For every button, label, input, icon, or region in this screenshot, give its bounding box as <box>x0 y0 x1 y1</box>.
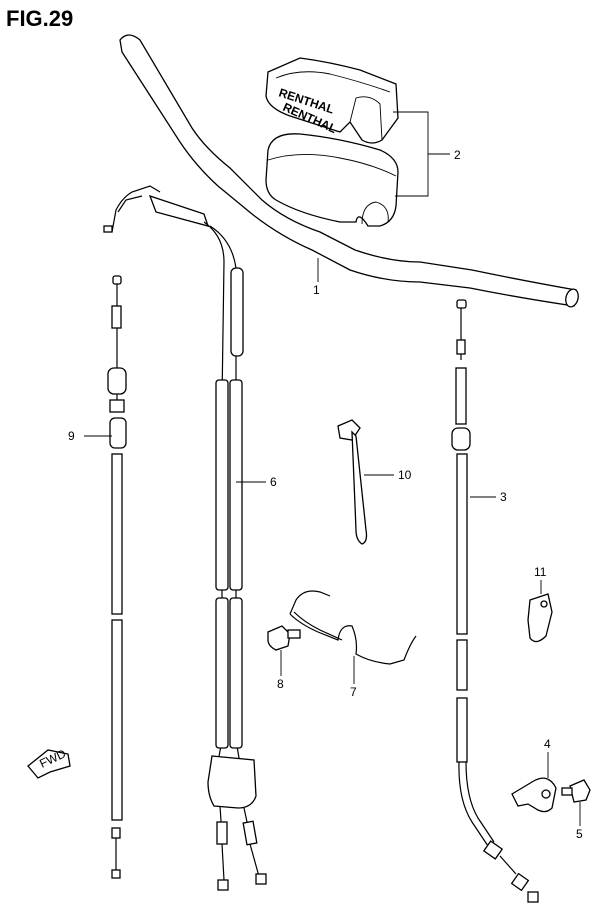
callout-number-3: 3 <box>500 490 507 504</box>
handlebar[interactable] <box>119 34 580 308</box>
figure-title: FIG.29 <box>6 6 74 31</box>
bolt-5[interactable] <box>561 779 591 803</box>
bar-pad-upper[interactable]: RENTHAL RENTHAL <box>265 57 399 144</box>
cable-tie[interactable] <box>337 419 368 545</box>
callout-number-5: 5 <box>576 827 583 841</box>
callout-number-2: 2 <box>454 148 461 162</box>
callout-number-8: 8 <box>277 677 284 691</box>
cable-9[interactable] <box>107 275 127 879</box>
callout-number-10: 10 <box>398 468 412 482</box>
fwd-arrow-icon: FWD <box>27 746 71 779</box>
holder[interactable] <box>511 777 557 813</box>
clamp[interactable] <box>527 593 553 643</box>
bolt-8[interactable] <box>267 625 301 651</box>
callout-number-4: 4 <box>544 737 551 751</box>
callout-number-9: 9 <box>68 429 75 443</box>
callout-number-1: 1 <box>313 283 320 297</box>
bar-pad-lower[interactable] <box>265 133 399 227</box>
callout-number-11: 11 <box>534 565 547 579</box>
callout-line-2 <box>393 111 450 197</box>
callout-number-6: 6 <box>270 475 277 489</box>
cable-3[interactable] <box>451 299 539 903</box>
callout-number-7: 7 <box>350 685 357 699</box>
throttle-cable[interactable] <box>103 185 267 891</box>
wire-bracket[interactable] <box>289 590 417 665</box>
